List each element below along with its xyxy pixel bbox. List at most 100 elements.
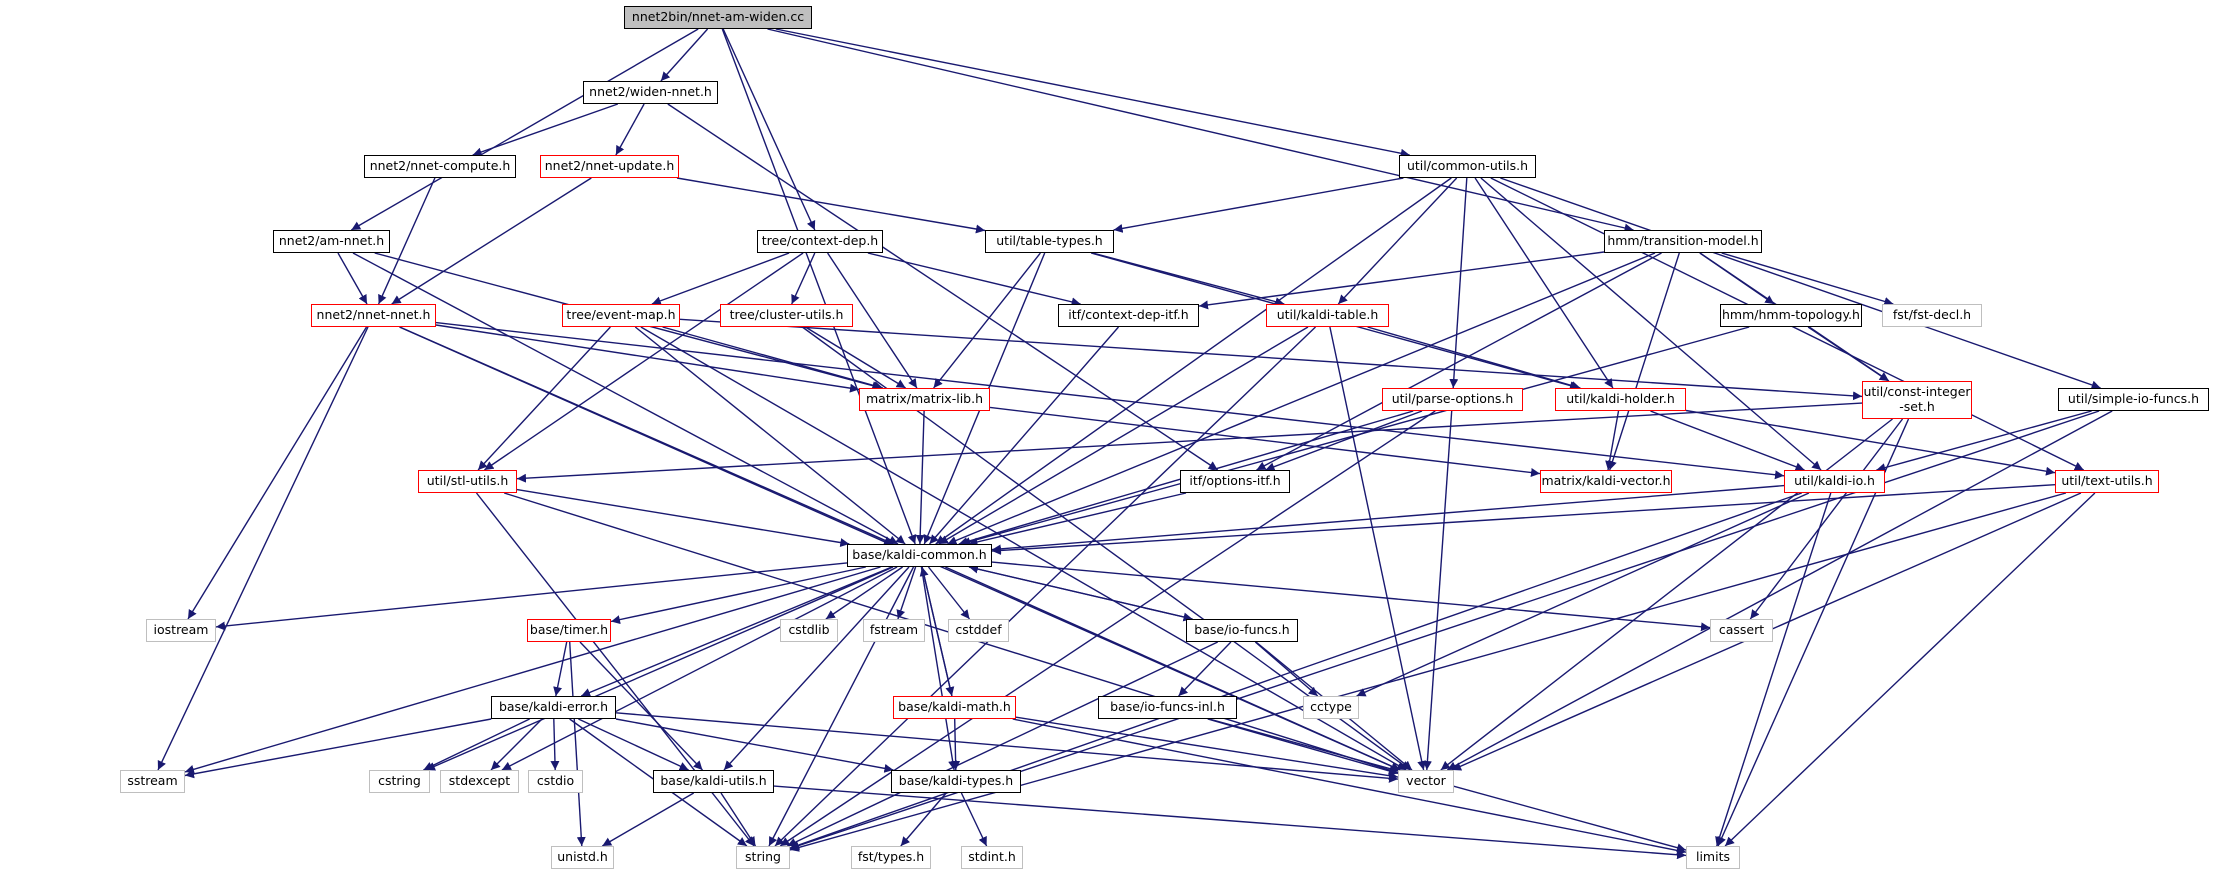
edge-kaldi-math-h-to-kaldi-common-h (919, 566, 953, 697)
edge-const-integer-set-h-to-cassert (1749, 418, 1904, 620)
edge-widen-nnet-h-to-nnet-update-h (615, 103, 645, 156)
node-context-dep-h[interactable]: tree/context-dep.h (757, 230, 883, 253)
edge-kaldi-error-h-to-stdexcept (490, 718, 543, 771)
node-kaldi-utils-h[interactable]: base/kaldi-utils.h (653, 770, 774, 793)
edge-common-utils-h-to-kaldi-holder-h (1474, 177, 1614, 389)
node-fstream: fstream (863, 619, 925, 642)
edge-simple-io-funcs-h-to-kaldi-io-h (1876, 410, 2092, 472)
node-iostream: iostream (146, 619, 216, 642)
node-context-dep-itf-h[interactable]: itf/context-dep-itf.h (1058, 304, 1199, 327)
edge-nnet-am-widen-cc-to-am-nnet-h (350, 28, 699, 231)
node-kaldi-vector-h[interactable]: matrix/kaldi-vector.h (1540, 470, 1672, 493)
edge-common-utils-h-to-kaldi-table-h (1337, 177, 1458, 305)
node-const-integer-set-h[interactable]: util/const-integer -set.h (1862, 381, 1972, 419)
edge-kaldi-common-h-to-timer-h (610, 566, 866, 625)
edge-nnet-am-widen-cc-to-context-dep-h (722, 28, 816, 231)
node-stdexcept: stdexcept (440, 770, 519, 793)
node-stl-utils-h[interactable]: util/stl-utils.h (418, 470, 517, 493)
edge-io-funcs-h-to-io-funcs-inl-h (1178, 641, 1232, 697)
node-kaldi-error-h[interactable]: base/kaldi-error.h (491, 696, 616, 719)
node-event-map-h[interactable]: tree/event-map.h (562, 304, 680, 327)
edge-kaldi-common-h-to-kaldi-utils-h (723, 566, 910, 771)
node-timer-h[interactable]: base/timer.h (527, 619, 611, 642)
node-cluster-utils-h[interactable]: tree/cluster-utils.h (720, 304, 853, 327)
node-kaldi-io-h[interactable]: util/kaldi-io.h (1784, 470, 1885, 493)
edge-io-funcs-h-to-kaldi-common-h (968, 564, 1193, 620)
edge-kaldi-utils-h-to-limits (773, 785, 1687, 860)
node-io-funcs-h[interactable]: base/io-funcs.h (1186, 619, 1298, 642)
edge-timer-h-to-kaldi-utils-h (579, 641, 704, 771)
edge-kaldi-table-h-to-vector (1329, 326, 1427, 771)
node-parse-options-h[interactable]: util/parse-options.h (1382, 388, 1523, 411)
dependency-edges (157, 28, 2113, 860)
node-stdint-h: stdint.h (961, 846, 1023, 869)
node-kaldi-math-h[interactable]: base/kaldi-math.h (893, 696, 1016, 719)
edge-kaldi-common-h-to-kaldi-types-h (920, 566, 958, 771)
edge-kaldi-common-h-to-sstream (184, 566, 881, 774)
node-io-funcs-inl-h[interactable]: base/io-funcs-inl.h (1098, 696, 1237, 719)
edge-kaldi-error-h-to-kaldi-utils-h (578, 718, 689, 771)
node-common-utils-h[interactable]: util/common-utils.h (1399, 155, 1536, 178)
node-kaldi-holder-h[interactable]: util/kaldi-holder.h (1555, 388, 1686, 411)
node-fst-types-h: fst/types.h (851, 846, 931, 869)
edge-cluster-utils-h-to-matrix-lib-h (805, 326, 906, 389)
edge-kaldi-types-h-to-fst-types-h (900, 792, 947, 847)
node-string: string (736, 846, 790, 869)
edge-nnet-update-h-to-nnet-nnet-h (391, 177, 592, 305)
edge-nnet-am-widen-cc-to-transition-model-h (767, 28, 1634, 233)
node-nnet-nnet-h[interactable]: nnet2/nnet-nnet.h (311, 304, 436, 327)
node-hmm-topology-h[interactable]: hmm/hmm-topology.h (1720, 304, 1862, 327)
node-kaldi-table-h[interactable]: util/kaldi-table.h (1266, 304, 1389, 327)
edge-stl-utils-h-to-string (475, 492, 755, 847)
node-kaldi-common-h[interactable]: base/kaldi-common.h (847, 544, 992, 567)
node-kaldi-types-h[interactable]: base/kaldi-types.h (891, 770, 1021, 793)
edge-kaldi-holder-h-to-kaldi-io-h (1650, 410, 1805, 471)
edge-context-dep-h-to-cluster-utils-h (791, 252, 816, 305)
edge-kaldi-common-h-to-fstream (896, 566, 917, 620)
edge-nnet-am-widen-cc-to-kaldi-common-h (721, 28, 917, 545)
edge-timer-h-to-unistd-h (569, 641, 586, 847)
node-cstring: cstring (369, 770, 430, 793)
node-sstream: sstream (120, 770, 185, 793)
node-vector: vector (1398, 770, 1454, 793)
node-widen-nnet-h[interactable]: nnet2/widen-nnet.h (583, 81, 718, 104)
edge-kaldi-holder-h-to-text-utils-h (1685, 409, 2056, 476)
edge-transition-model-h-to-kaldi-common-h (947, 252, 1656, 545)
edge-event-map-h-to-const-integer-set-h (679, 318, 1863, 401)
node-cctype: cctype (1303, 696, 1359, 719)
node-text-utils-h[interactable]: util/text-utils.h (2055, 470, 2159, 493)
edge-kaldi-common-h-to-stdexcept (501, 566, 898, 771)
node-nnet-am-widen-cc: nnet2bin/nnet-am-widen.cc (624, 6, 812, 29)
edge-widen-nnet-h-to-options-itf-h (667, 103, 1219, 471)
node-options-itf-h[interactable]: itf/options-itf.h (1180, 470, 1290, 493)
edge-kaldi-types-h-to-stdint-h (960, 792, 988, 847)
edge-simple-io-funcs-h-to-vector (1446, 410, 2113, 771)
edge-kaldi-error-h-to-cstdio (550, 718, 560, 771)
node-transition-model-h[interactable]: hmm/transition-model.h (1604, 230, 1762, 253)
node-table-types-h[interactable]: util/table-types.h (985, 230, 1114, 253)
edge-event-map-h-to-kaldi-common-h (634, 326, 906, 545)
edge-text-utils-h-to-limits (1724, 492, 2096, 847)
edge-kaldi-common-h-to-cstdlib (825, 566, 903, 620)
edge-kaldi-io-h-to-cctype (1356, 492, 1810, 697)
edge-table-types-h-to-matrix-lib-h (933, 252, 1041, 389)
node-cstdio: cstdio (528, 770, 583, 793)
node-matrix-lib-h[interactable]: matrix/matrix-lib.h (859, 388, 990, 411)
edge-table-types-h-to-kaldi-table-h (1092, 252, 1285, 307)
edge-kaldi-table-h-to-string (774, 326, 1316, 847)
edge-kaldi-common-h-to-iostream (215, 562, 848, 631)
edge-common-utils-h-to-parse-options-h (1449, 177, 1468, 389)
edge-options-itf-h-to-kaldi-common-h (968, 492, 1187, 547)
edge-const-integer-set-h-to-stl-utils-h (516, 402, 1863, 483)
edge-event-map-h-to-matrix-lib-h (662, 326, 884, 390)
edge-hmm-topology-h-to-const-integer-set-h (1807, 326, 1890, 382)
node-nnet-update-h[interactable]: nnet2/nnet-update.h (540, 155, 679, 178)
edge-widen-nnet-h-to-nnet-compute-h (472, 103, 619, 157)
edge-io-funcs-inl-h-to-vector (1207, 718, 1399, 776)
edge-stl-utils-h-to-kaldi-common-h (516, 488, 850, 547)
node-am-nnet-h[interactable]: nnet2/am-nnet.h (273, 230, 390, 253)
edge-nnet-nnet-h-to-sstream (157, 326, 369, 771)
edge-nnet-update-h-to-table-types-h (676, 177, 986, 234)
node-nnet-compute-h[interactable]: nnet2/nnet-compute.h (364, 155, 516, 178)
node-simple-io-funcs-h[interactable]: util/simple-io-funcs.h (2058, 388, 2209, 411)
